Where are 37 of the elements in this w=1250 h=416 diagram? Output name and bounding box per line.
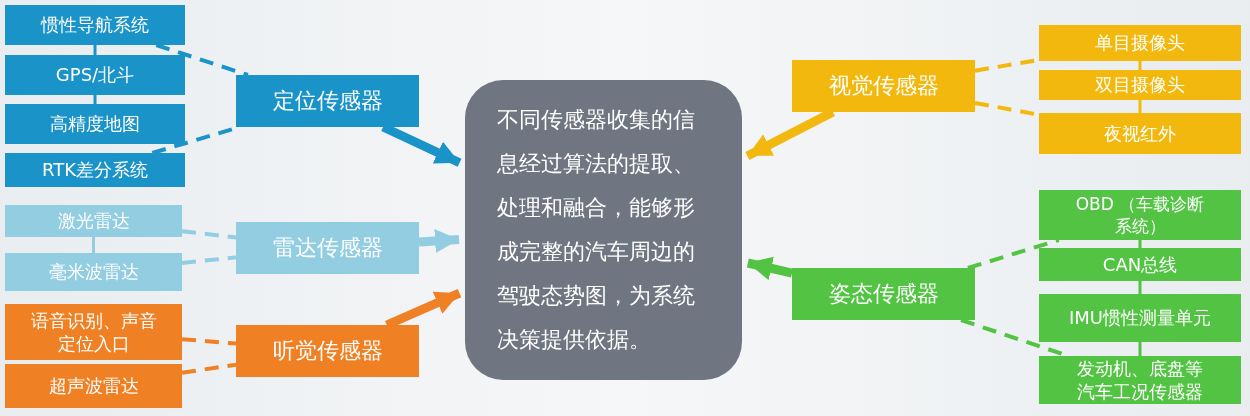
sensor-item-box: 夜视红外 <box>1039 113 1241 154</box>
connector-line <box>92 237 95 253</box>
sensor-item-box: 单目摄像头 <box>1039 25 1241 61</box>
connector-line <box>1138 100 1142 113</box>
arrow <box>418 229 460 253</box>
sensor-category-box: 听觉传感器 <box>236 325 419 377</box>
dashed-connector <box>181 362 237 375</box>
dashed-connector <box>181 337 237 346</box>
connector-line <box>1138 281 1142 294</box>
sensor-item-box: 惯性导航系统 <box>5 5 185 45</box>
sensor-item-box: CAN总线 <box>1039 248 1241 281</box>
dashed-connector <box>181 229 237 240</box>
sensor-item-box: OBD （车载诊断系统） <box>1039 190 1241 240</box>
sensor-category-box: 视觉传感器 <box>792 60 975 112</box>
sensor-item-box: 激光雷达 <box>5 205 182 237</box>
sensor-category-box: 雷达传感器 <box>236 222 419 274</box>
sensor-item-box: 语音识别、声音定位入口 <box>5 304 182 360</box>
sensor-item-box: 超声波雷达 <box>5 364 182 408</box>
sensor-item-box: 发动机、底盘等汽车工况传感器 <box>1039 356 1241 404</box>
connector-line <box>1138 240 1142 248</box>
arrow <box>746 256 793 281</box>
sensor-item-box: RTK差分系统 <box>5 153 185 187</box>
connector-line <box>1138 61 1142 70</box>
connector-line <box>1138 342 1142 356</box>
sensor-category-box: 姿态传感器 <box>792 268 975 320</box>
sensor-item-box: 毫米波雷达 <box>5 253 182 291</box>
sensor-item-box: 高精度地图 <box>5 104 185 144</box>
sensor-item-box: IMU惯性测量单元 <box>1039 294 1241 342</box>
connector-line <box>93 45 97 55</box>
summary-box: 不同传感器收集的信息经过算法的提取、处理和融合，能够形成完整的汽车周边的驾驶态势图，为系统决策提供依据。 <box>465 80 742 380</box>
dashed-connector <box>155 43 249 77</box>
sensor-item-box: GPS/北斗 <box>5 55 185 95</box>
dashed-connector <box>967 238 1060 270</box>
sensor-item-box: 双目摄像头 <box>1039 70 1241 100</box>
sensor-category-box: 定位传感器 <box>236 75 419 127</box>
dashed-connector <box>181 255 237 265</box>
connector-line <box>93 95 97 104</box>
